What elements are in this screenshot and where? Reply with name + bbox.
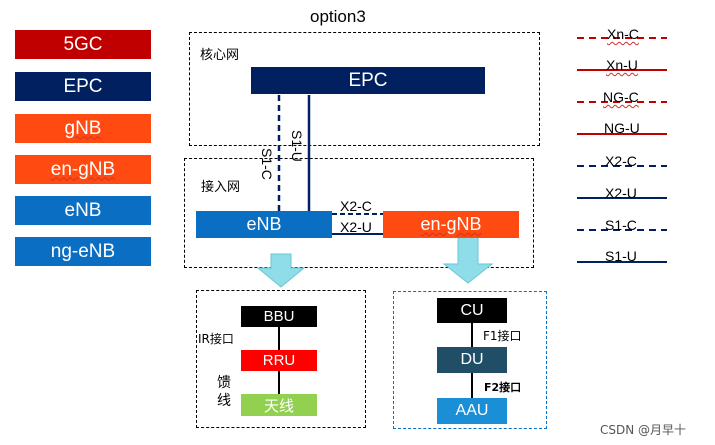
legend-en-gnb: en-gNB xyxy=(15,155,151,184)
en-gnb-node-label: en-gNB xyxy=(420,214,482,234)
legend-epc-label: EPC xyxy=(63,75,103,97)
s1-c-label: S1-C xyxy=(259,148,275,180)
bbu-node: BBU xyxy=(241,306,317,327)
rru-node-label: RRU xyxy=(262,352,296,369)
legend-line-xn-c-label: Xn-C xyxy=(607,26,639,42)
s1-u-label: S1-U xyxy=(289,130,305,162)
core-network-label: 核心网 xyxy=(200,48,240,63)
legend-line-s1-c-label: S1-C xyxy=(605,217,637,233)
legend-ng-enb-label: ng-eNB xyxy=(50,240,116,262)
en-gnb-node: en-gNB xyxy=(383,211,519,238)
watermark: CSDN @月早十 xyxy=(600,423,687,437)
legend-gnb-label: gNB xyxy=(64,117,102,139)
access-network-box xyxy=(184,158,534,268)
x2-c-label: X2-C xyxy=(340,198,372,214)
legend-line-ng-c-label: NG-C xyxy=(603,89,639,105)
legend-gnb: gNB xyxy=(15,114,151,143)
legend-line-x2-u-label: X2-U xyxy=(605,185,637,201)
ir-interface-label: IR接口 xyxy=(198,332,234,346)
legend-epc: EPC xyxy=(15,72,151,101)
arrow-down-left-icon xyxy=(256,253,306,288)
f2-interface-label: F2接口 xyxy=(484,381,522,394)
arrow-down-right-icon xyxy=(442,236,494,284)
legend-line-xn-u-label: Xn-U xyxy=(606,57,638,73)
legend-line-ng-u-label: NG-U xyxy=(604,120,640,136)
feeder-label-2: 线 xyxy=(217,393,231,409)
gnb-split-box xyxy=(393,291,547,429)
f1-interface-label: F1接口 xyxy=(483,329,522,343)
x2-u-label: X2-U xyxy=(340,219,372,235)
epc-node: EPC xyxy=(251,67,485,94)
cu-node: CU xyxy=(437,298,507,323)
diagram-title: option3 xyxy=(310,7,366,26)
legend-line-s1-u-label: S1-U xyxy=(605,248,637,264)
rru-node: RRU xyxy=(241,350,317,371)
legend-ng-enb: ng-eNB xyxy=(15,237,151,266)
cu-node-label: CU xyxy=(460,301,484,319)
legend-enb-label: eNB xyxy=(64,199,102,221)
antenna-node-label: 天线 xyxy=(263,396,294,415)
du-node-label: DU xyxy=(460,351,484,368)
aau-node: AAU xyxy=(437,398,507,424)
legend-5gc: 5GC xyxy=(15,30,151,59)
enb-node: eNB xyxy=(196,211,332,238)
epc-node-label: EPC xyxy=(348,69,388,91)
bbu-node-label: BBU xyxy=(263,308,295,325)
antenna-node: 天线 xyxy=(241,394,317,416)
du-node: DU xyxy=(437,347,507,373)
legend-en-gnb-label: en-gNB xyxy=(50,158,116,180)
legend-enb: eNB xyxy=(15,196,151,225)
enb-node-label: eNB xyxy=(246,214,282,234)
enb-split-box xyxy=(196,290,366,428)
access-network-label: 接入网 xyxy=(201,180,241,195)
legend-line-x2-c-label: X2-C xyxy=(605,153,637,169)
core-network-box xyxy=(189,32,540,146)
legend-5gc-label: 5GC xyxy=(63,33,103,55)
aau-node-label: AAU xyxy=(455,402,489,419)
feeder-label-1: 馈 xyxy=(217,375,231,391)
